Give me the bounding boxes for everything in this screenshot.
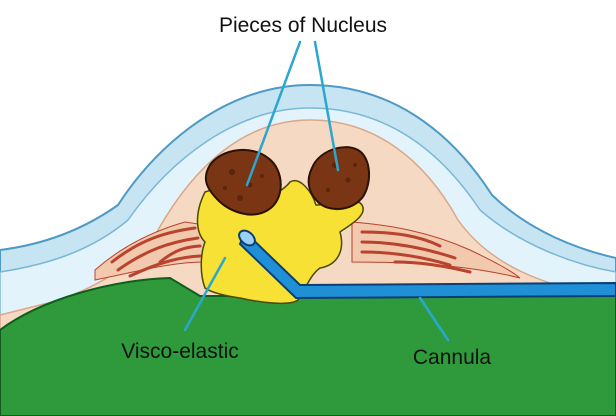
label-pieces-of-nucleus: Pieces of Nucleus	[219, 14, 387, 37]
label-cannula: Cannula	[413, 346, 492, 369]
label-visco-elastic: Visco-elastic	[121, 340, 239, 363]
